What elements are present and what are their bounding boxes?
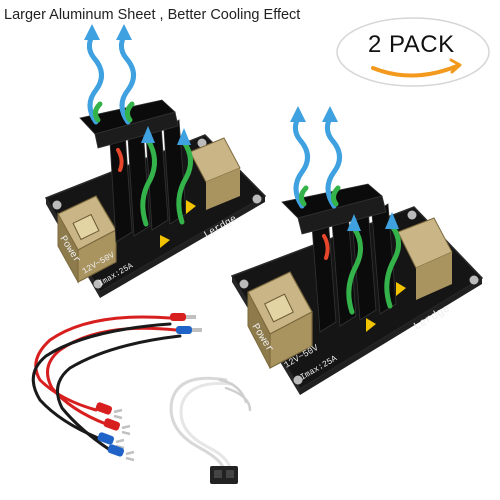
heat-arrow-icon: [346, 225, 363, 315]
airflow-arrow-icon: [324, 115, 342, 209]
headline: Larger Aluminum Sheet , Better Cooling E…: [4, 7, 301, 23]
heat-arrow-icon: [140, 137, 157, 227]
mosfet-board-2: Power 12V~50V Imax:25A Lerdge: [230, 106, 484, 395]
fuse-holder: [57, 195, 117, 284]
airflow-arrow-icon: [118, 33, 136, 125]
airflow-arrow-icon: [86, 33, 104, 125]
fork-terminals: [95, 313, 202, 462]
connector-plug-icon: [210, 466, 238, 484]
airflow-arrow-icon: [292, 115, 310, 209]
pack-label: 2 PACK: [368, 31, 455, 58]
pack-badge: [336, 17, 490, 87]
mosfet-board-1: Power 12V~50V Imax:25A Lerdge: [44, 24, 267, 298]
signal-cable: [169, 376, 252, 472]
swoosh-icon: [371, 64, 459, 78]
fuse-holder: [247, 271, 313, 369]
power-cables: [31, 315, 182, 452]
